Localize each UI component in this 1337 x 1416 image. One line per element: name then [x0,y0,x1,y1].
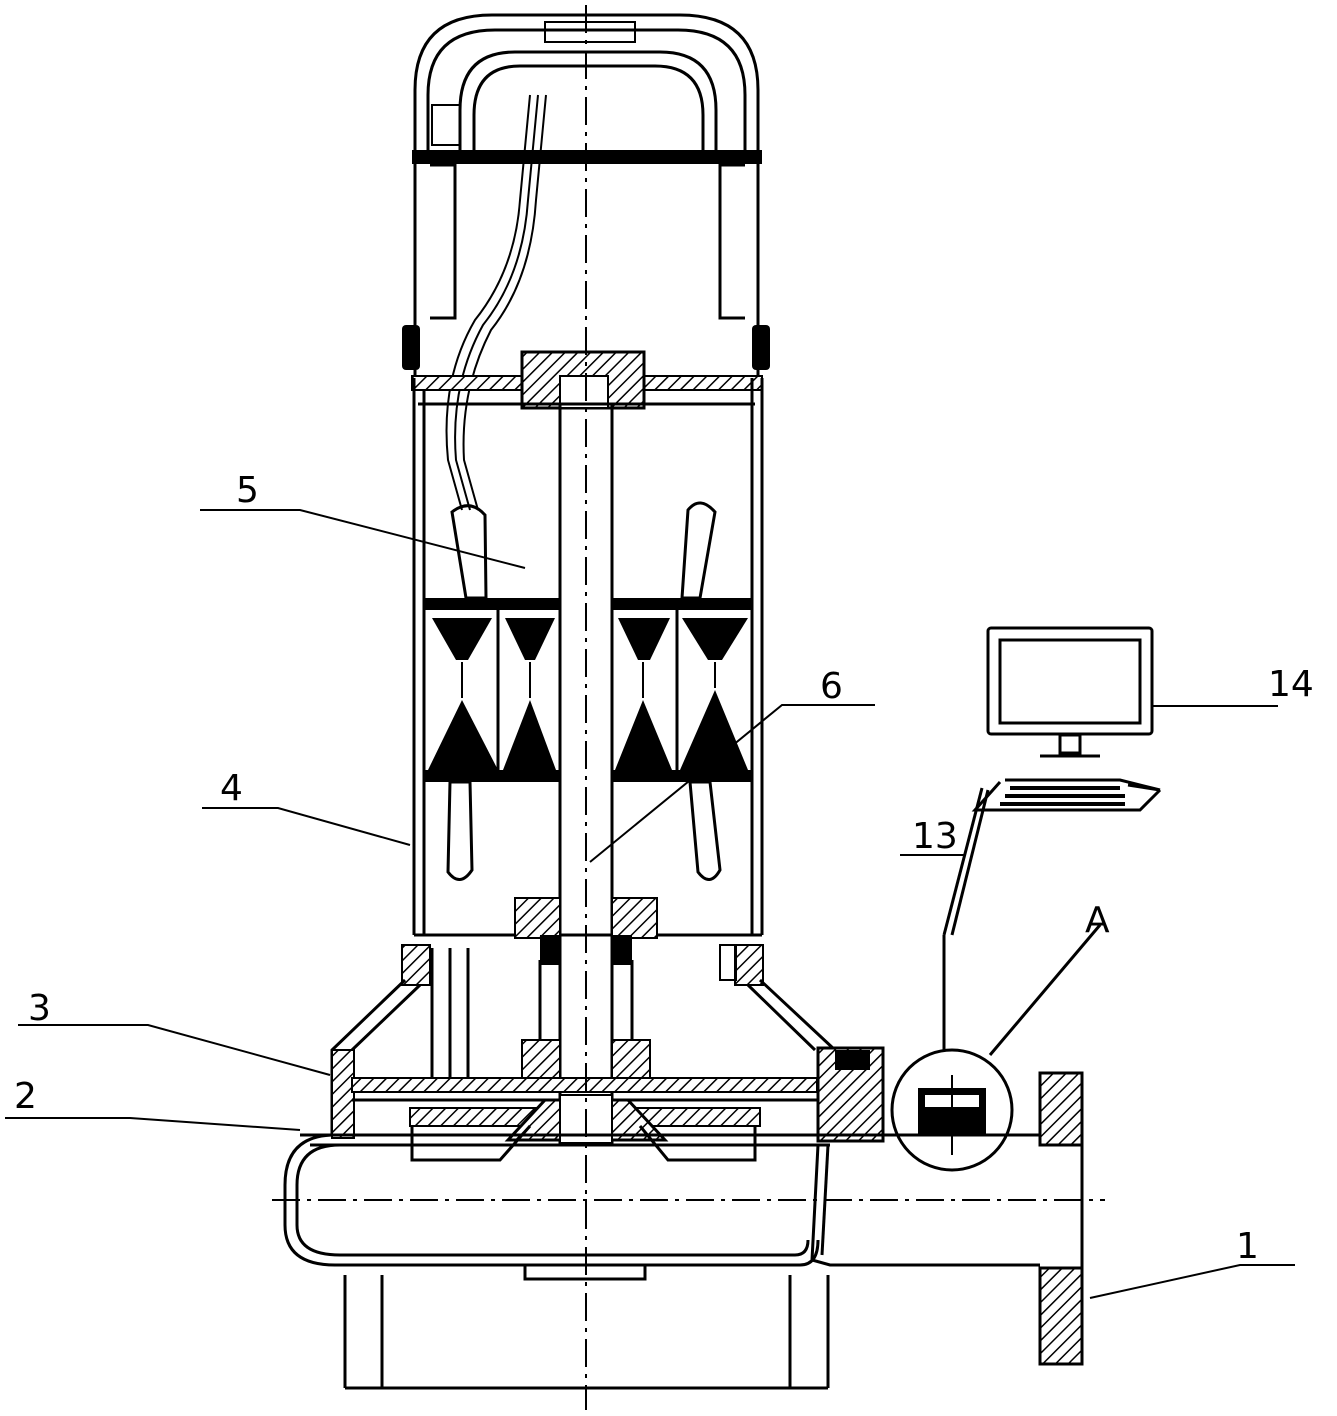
label-5: 5 [236,470,259,511]
stator-rotor [424,501,752,881]
sensor-lead [942,787,990,1050]
leader-lines [5,509,1295,1299]
keyboard-keys [1000,786,1125,806]
part-labels: 1 2 3 4 5 6 13 14 A [14,470,1314,1267]
label-4: 4 [220,768,243,809]
centerlines [272,5,1105,1410]
label-2: 2 [14,1076,37,1117]
upper-housing [402,160,770,378]
label-3: 3 [28,988,51,1029]
lower-bearing [514,897,658,965]
power-cable [445,94,547,511]
label-1: 1 [1236,1226,1259,1267]
label-6: 6 [820,666,843,707]
label-a: A [1085,900,1110,941]
motor-housing [412,378,764,937]
computer [971,626,1162,812]
label-13: 13 [912,816,958,857]
oil-chamber [330,944,885,1143]
detail-circle-a [890,924,1102,1172]
label-14: 14 [1268,664,1314,705]
